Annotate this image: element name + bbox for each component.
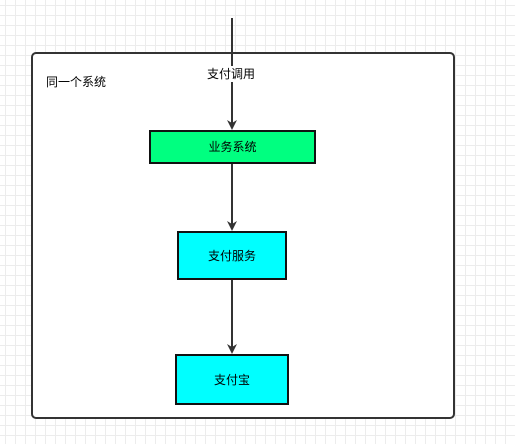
system-group-label: 同一个系统 [46,75,107,89]
business-system-node[interactable]: 业务系统 [149,130,316,164]
payment-service-node[interactable]: 支付服务 [177,231,287,280]
alipay-node[interactable]: 支付宝 [175,354,289,405]
alipay-label: 支付宝 [213,372,250,387]
business-system-label: 业务系统 [208,140,257,154]
payment-service-label: 支付服务 [207,248,256,263]
entry-edge-label: 支付调用 [204,66,258,82]
